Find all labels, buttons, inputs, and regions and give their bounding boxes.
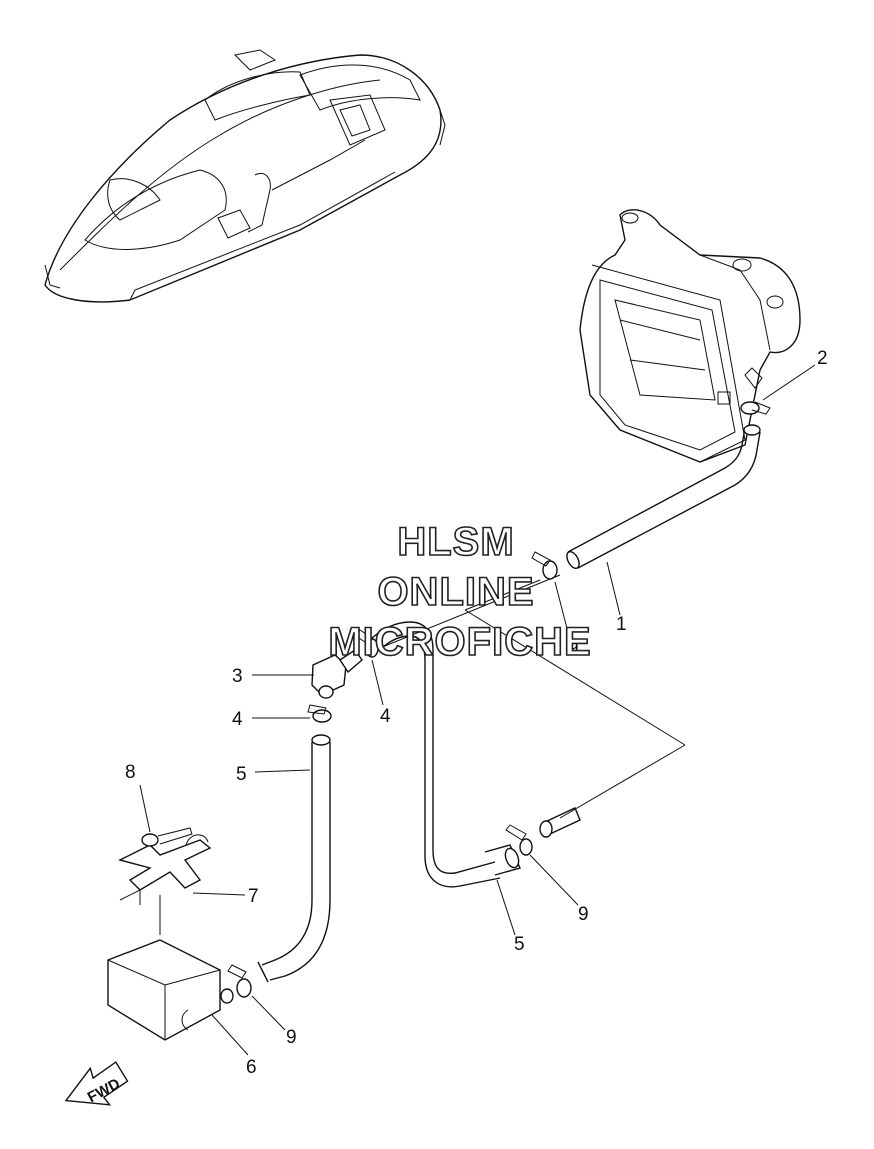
clamp-2 <box>740 401 771 415</box>
watermark-line-3: MICROFICHE <box>328 620 591 664</box>
leader-lines <box>139 364 816 1056</box>
jet-pump-housing <box>579 209 801 463</box>
hose-5-left <box>257 734 331 983</box>
hose-5-right <box>369 621 521 888</box>
outlet-nipple <box>539 807 581 838</box>
clamp-4-upper <box>355 629 379 658</box>
watermark-line-2: ONLINE <box>377 570 534 614</box>
watercraft-overview <box>44 49 446 303</box>
fwd-arrow-icon: FWD <box>64 1061 129 1106</box>
clamp-4-lower <box>307 704 332 723</box>
callout-5-left: 5 <box>236 764 247 785</box>
callout-9-top: 9 <box>568 638 579 659</box>
watermark: HLSM ONLINE MICROFICHE <box>328 519 592 665</box>
guide-lines <box>159 574 686 935</box>
callout-labels: 1 2 3 4 4 5 5 6 7 8 9 9 9 <box>125 348 828 1078</box>
screw-8 <box>141 827 193 847</box>
clamp-9-middle <box>505 824 533 856</box>
callout-9-middle: 9 <box>578 904 589 925</box>
callout-8: 8 <box>125 762 136 783</box>
clamp-9-lower <box>227 964 252 998</box>
callout-3: 3 <box>232 666 243 687</box>
callout-1: 1 <box>616 614 627 635</box>
callout-2: 2 <box>817 348 828 369</box>
fitting-3 <box>311 649 363 699</box>
watermark-line-1: HLSM <box>397 520 514 564</box>
callout-4-left: 4 <box>232 709 243 730</box>
clamp-9-top <box>531 551 558 580</box>
callout-4-right: 4 <box>380 706 391 727</box>
hose-1 <box>566 424 761 569</box>
callout-5-right: 5 <box>514 934 525 955</box>
callout-7: 7 <box>248 886 259 907</box>
box-6 <box>107 939 234 1041</box>
callout-9-lower: 9 <box>286 1027 297 1048</box>
bracket-7 <box>118 834 212 905</box>
callout-6: 6 <box>246 1057 257 1078</box>
